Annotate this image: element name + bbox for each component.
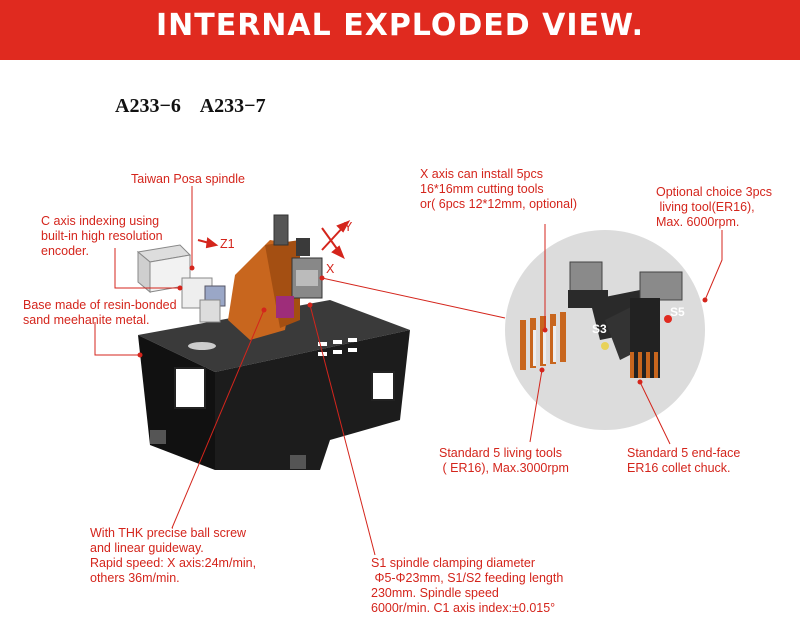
turret-detail-circle (505, 230, 705, 430)
machine-base (138, 300, 410, 470)
banner-divider (0, 60, 800, 64)
axis-indicators (197, 220, 351, 260)
s3-badge: S3 (592, 322, 607, 336)
s1-spindle-annotation: S1 spindle clamping diameter Φ5-Φ23mm, S… (371, 556, 564, 615)
optional-tool-annotation: Optional choice 3pcs living tool(ER16), … (656, 185, 773, 229)
y-axis-label: Y (344, 220, 353, 234)
title-banner: INTERNAL EXPLODED VIEW. (0, 0, 800, 60)
x-axis-label: X (326, 262, 335, 276)
x-axis-tools-annotation: X axis can install 5pcs 16*16mm cutting … (420, 167, 578, 211)
encoder-block (136, 244, 192, 294)
end-face-annotation: Standard 5 end-face ER16 collet chuck. (627, 446, 741, 475)
banner-title: INTERNAL EXPLODED VIEW. (155, 8, 645, 43)
ball-screw-annotation: With THK precise ball screw and linear g… (90, 526, 257, 585)
c-axis-annotation: C axis indexing using built-in high reso… (41, 214, 163, 258)
z1-axis-label: Z1 (220, 237, 235, 251)
spindle-head (228, 214, 323, 340)
living-tools-annotation: Standard 5 living tools ( ER16), Max.300… (439, 446, 569, 475)
s5-badge: S5 (670, 305, 685, 319)
spindle-assembly (181, 277, 226, 323)
spindle-annotation: Taiwan Posa spindle (131, 172, 245, 186)
base-annotation: Base made of resin-bonded sand meehanite… (23, 298, 177, 327)
leader-lines (94, 186, 723, 556)
model-numbers: A233−6 A233−7 (115, 95, 266, 117)
leader-dots (137, 265, 708, 385)
